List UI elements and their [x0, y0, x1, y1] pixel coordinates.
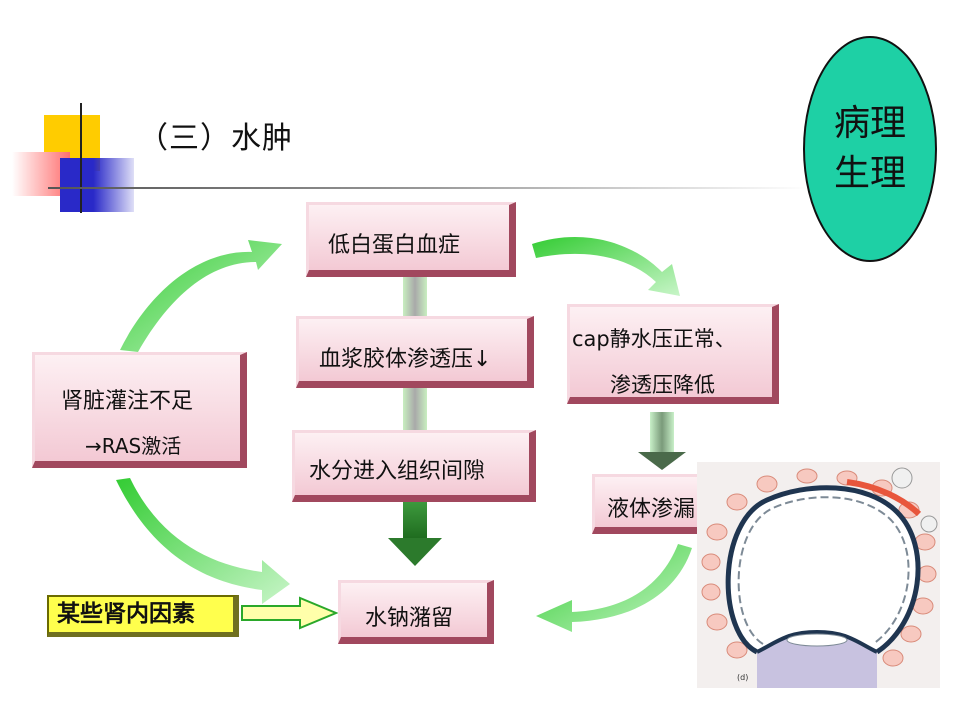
- glomerulus-illustration: (d): [697, 462, 940, 688]
- label-plasma-pressure: 血浆胶体渗透压↓: [319, 347, 492, 372]
- illustration-caption: (d): [737, 673, 748, 682]
- factor-arrow: [241, 596, 339, 630]
- center-shaft-1: [403, 274, 427, 320]
- badge-line-2: 生理: [833, 153, 906, 194]
- topic-badge: 病理 生理: [803, 36, 937, 262]
- box-plasma-pressure: 血浆胶体渗透压↓: [296, 316, 534, 388]
- center-shaft-3: [403, 500, 427, 540]
- deco-vertical-line: [80, 103, 82, 213]
- box-cap-pressure: cap静水压正常、 渗透压降低: [567, 304, 779, 404]
- arrow-left-bottom: [116, 478, 290, 604]
- arrow-right-bottom: [536, 544, 692, 632]
- glomerulus-drawing: (d): [701, 467, 938, 688]
- box-water-interstitium: 水分进入组织间隙: [292, 430, 536, 502]
- arrow-top-right: [532, 236, 680, 296]
- label-renal-line-1: 肾脏灌注不足: [61, 389, 194, 414]
- cap-arrow-shaft: [650, 412, 674, 452]
- box-hypoproteinemia: 低白蛋白血症: [306, 202, 516, 277]
- label-water-interstitium: 水分进入组织间隙: [309, 459, 486, 484]
- center-shaft-2: [403, 386, 427, 432]
- page-title: （三）水肿: [138, 121, 293, 156]
- box-sodium-retention: 水钠潴留: [338, 580, 494, 644]
- label-hypoproteinemia: 低白蛋白血症: [328, 233, 461, 258]
- cap-arrow-head: [638, 452, 686, 470]
- arrow-top-left: [120, 240, 282, 352]
- label-cap-line-2: 渗透压降低: [610, 373, 715, 397]
- label-sodium-retention: 水钠潴留: [365, 606, 454, 631]
- badge-line-1: 病理: [833, 103, 906, 144]
- label-renal-line-2: →RAS激活: [85, 434, 182, 458]
- label-cap-line-1: cap静水压正常、: [572, 327, 736, 351]
- title-underline: [48, 187, 808, 189]
- factor-box: 某些肾内因素: [47, 595, 239, 637]
- center-arrow-head: [388, 538, 442, 566]
- deco-blue-square: [60, 158, 134, 212]
- label-fluid-leak: 液体渗漏: [607, 497, 696, 522]
- box-renal-perfusion: 肾脏灌注不足 →RAS激活: [32, 352, 247, 468]
